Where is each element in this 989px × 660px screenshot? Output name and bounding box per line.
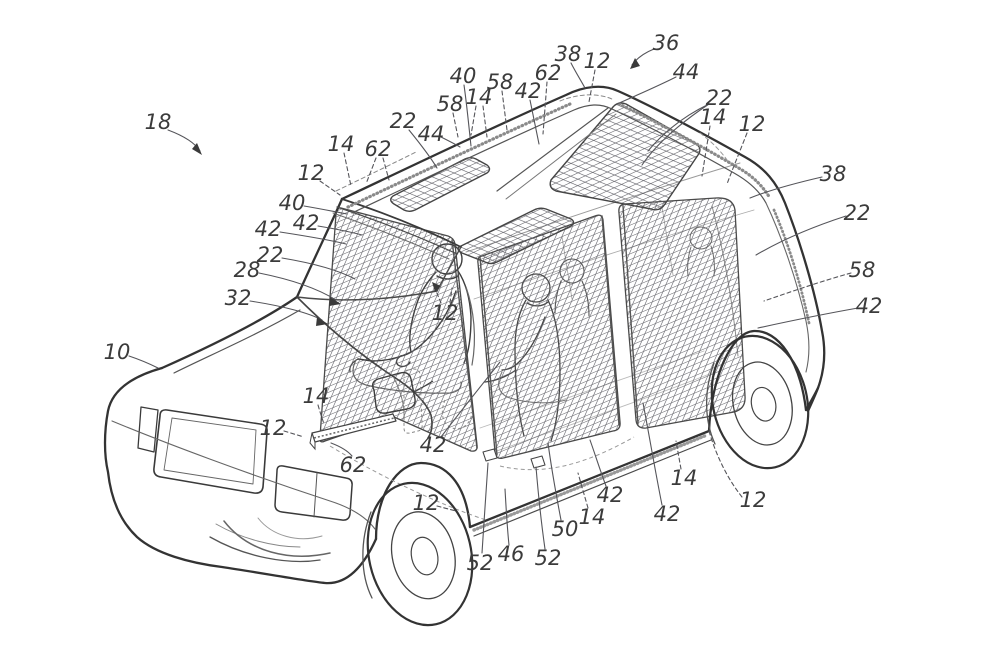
ref-label-50-39: 50 [552,517,579,541]
ref-label-44-12: 44 [418,122,445,146]
front-wheel-arch [374,461,472,541]
ref-label-32-9: 32 [225,286,252,310]
rocker-lower-line [473,439,712,537]
ref-label-38-19: 38 [555,42,582,66]
bumper-crease [111,420,376,530]
ref-label-42-34: 42 [420,433,447,457]
rocker [468,429,711,529]
ref-label-28-8: 28 [234,258,261,282]
ref-label-14-24: 14 [700,105,727,129]
rail-inflator-rear [617,102,772,200]
ref-label-22-7: 22 [257,243,284,267]
cowl-line [296,290,438,301]
ref-label-14-31: 14 [303,384,330,408]
ref-label-46-37: 46 [498,542,525,566]
ref-label-44-22: 44 [673,60,700,84]
ref-label-12-20: 12 [584,49,611,73]
ref-label-14-43: 14 [671,466,698,490]
roof-opening-rear [549,102,701,211]
ref-label-42-17: 42 [515,79,542,103]
ref-label-62-33: 62 [340,453,367,477]
far-front-wheel [223,520,331,557]
ref-label-62-18: 62 [535,61,562,85]
ref-label-42-41: 42 [597,483,624,507]
rear-wheel-arch [707,329,808,433]
ref-label-36-21: 36 [653,31,680,55]
hood-edge [160,295,299,370]
ref-label-58-13: 58 [437,92,464,116]
ref-label-12-30: 12 [432,301,459,325]
roof-rail-inflators [335,94,811,373]
ref-label-14-15: 14 [466,85,493,109]
ref-label-10-10: 10 [104,340,131,364]
ref-label-42-42: 42 [654,502,681,526]
ref-label-22-23: 22 [706,86,733,110]
ref-label-52-36: 52 [467,551,494,575]
roof-opening-front-right [457,207,575,265]
leader-arrowheads [192,58,640,326]
roof-bow [496,107,617,200]
ref-label-12-25: 12 [739,112,766,136]
hidden-components [329,368,635,521]
sill-brackets [482,448,546,469]
c-pillar [601,215,620,426]
grille [153,409,268,494]
ref-label-40-4: 40 [279,191,306,215]
ref-label-12-1: 12 [298,161,325,185]
ref-label-12-35: 12 [413,491,440,515]
front-wheel [366,481,474,627]
ref-label-40-14: 40 [450,64,477,88]
ref-label-58-28: 58 [849,258,876,282]
rail-inflator-dpillar [772,208,811,325]
roof-mesh-panels [390,102,701,265]
sill-airbag-tube [472,433,709,532]
net-bottom-bar [309,413,397,451]
side-mirror [371,371,434,414]
quarter-window-net [618,197,746,429]
ref-label-42-5: 42 [255,217,282,241]
front-bumper [103,366,378,585]
roof-opening-front-left [390,157,491,212]
ref-label-52-38: 52 [535,546,562,570]
vehicle-body-outline [103,85,826,585]
wheels [223,334,810,627]
ref-label-12-44: 12 [740,488,767,512]
ref-label-22-27: 22 [844,201,871,225]
ref-label-14-40: 14 [579,505,606,529]
rail-inflator-front [346,102,572,209]
ref-label-22-11: 22 [390,109,417,133]
ref-label-38-26: 38 [820,162,847,186]
ref-label-12-32: 12 [260,416,287,440]
ref-label-58-16: 58 [487,70,514,94]
rear-wheel [710,334,810,470]
marker-lamp [137,406,159,453]
ref-label-18-0: 18 [145,110,172,134]
fender-line [296,296,433,439]
headlamp [274,465,353,521]
ref-label-42-29: 42 [856,294,883,318]
ref-label-62-3: 62 [365,137,392,161]
front-fascia [111,406,376,563]
ref-label-42-6: 42 [293,211,320,235]
ref-label-14-2: 14 [328,132,355,156]
